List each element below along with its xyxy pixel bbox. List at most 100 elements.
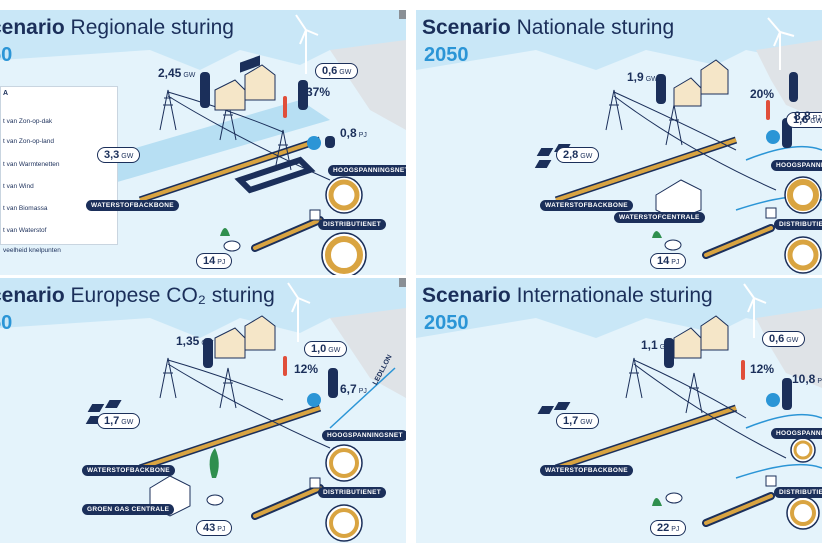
value-number: 2,8 <box>563 149 579 161</box>
value-unit: PJ <box>217 526 226 533</box>
h2-storage-value: 10,8PJ <box>792 372 822 386</box>
value-number: 0,6 <box>769 333 785 345</box>
h2-backbone-label: WATERSTOFBACKBONE <box>82 465 175 476</box>
value-unit: GW <box>183 72 196 79</box>
value-number: 0,8 <box>340 126 357 140</box>
distribution-grid-label: DISTRIBUTIENET <box>318 487 387 498</box>
legend-item: t van Biomassa <box>3 205 48 212</box>
window-corner <box>399 278 406 287</box>
heat-percentage: 12% <box>294 362 319 376</box>
map-illustration <box>0 282 406 543</box>
title-rest: Regionale sturing <box>70 16 234 39</box>
panel-title: cenario Regionale sturing <box>0 16 234 40</box>
value-unit: PJ <box>671 259 680 266</box>
title-bold: cenario <box>0 16 65 39</box>
legend-item: veelheid knelpunten <box>3 247 61 254</box>
value-unit: GW <box>121 419 134 426</box>
value-unit: PJ <box>812 115 821 122</box>
distribution-grid-label: DISTRIBUTIENET <box>318 219 387 230</box>
value-unit: PJ <box>358 388 367 395</box>
value-unit: PJ <box>358 132 367 139</box>
value-unit: PJ <box>217 259 226 266</box>
value-unit: GW <box>580 419 593 426</box>
panel-title: Scenario Nationale sturing <box>422 16 674 40</box>
panel-title: Scenario Internationale sturing <box>422 284 713 308</box>
value-unit: GW <box>121 153 134 160</box>
hv-grid-label: HOOGSPANNINGSNET <box>328 165 406 176</box>
value-number: 1,6 <box>793 114 809 126</box>
heat-percentage: 12% <box>750 362 775 376</box>
legend-item: t van Warmtenetten <box>3 161 60 168</box>
legend-item: t van Zon-op-dak <box>3 118 53 125</box>
legend-heading: A <box>3 90 9 97</box>
title-rest: Nationale sturing <box>516 16 675 39</box>
value-unit: GW <box>810 118 822 125</box>
legend-item: t van Zon-op-land <box>3 138 54 145</box>
title-bold: Scenario <box>422 16 511 39</box>
value-number: 22 <box>657 522 670 534</box>
value-number: 1,0 <box>311 343 327 355</box>
value-number: 1,35 <box>176 334 200 348</box>
value-number: 43 <box>203 522 216 534</box>
title-rest: Europese CO₂ sturing <box>70 284 275 307</box>
panel-title: cenario Europese CO₂ sturing <box>0 284 275 308</box>
distribution-grid-label: DISTRIBUTIENET <box>774 487 822 498</box>
heat-percentage: 20% <box>750 87 775 101</box>
value-unit: PJ <box>817 378 822 385</box>
map-illustration <box>416 283 822 543</box>
hv-grid-label: HOOGSPANNINGSNET <box>771 428 822 439</box>
value-unit: GW <box>645 76 658 83</box>
title-bold: Scenario <box>422 284 511 307</box>
map-illustration <box>416 17 822 275</box>
distribution-grid-label: DISTRIBUTIENET <box>774 219 822 230</box>
h2-backbone-label: WATERSTOFBACKBONE <box>540 465 633 476</box>
value-number: 10,8 <box>792 372 816 386</box>
value-unit: GW <box>201 340 214 347</box>
legend-item: t van Waterstof <box>3 227 47 234</box>
value-number: 1,7 <box>563 415 579 427</box>
value-number: 2,45 <box>158 66 182 80</box>
value-number: 1,1 <box>641 338 658 352</box>
value-unit: GW <box>339 69 352 76</box>
value-unit: GW <box>328 347 341 354</box>
title-bold: cenario <box>0 284 65 307</box>
value-unit: GW <box>659 344 672 351</box>
value-unit: GW <box>786 337 799 344</box>
value-unit: PJ <box>671 526 680 533</box>
value-number: 8,8 <box>794 109 811 123</box>
value-number: 14 <box>203 255 216 267</box>
h2-backbone-label: WATERSTOFBACKBONE <box>86 200 179 211</box>
hv-grid-label: HOOGSPANNINGSNET <box>322 430 406 441</box>
value-number: 1,7 <box>104 415 120 427</box>
window-corner <box>399 10 406 19</box>
value-unit: GW <box>580 153 593 160</box>
scenario-panel-regional: cenario Regionale sturing 50 A t van Zon… <box>0 10 406 275</box>
hv-grid-label: HOOGSPANNINGSNET <box>771 160 822 171</box>
value-number: 3,3 <box>104 149 120 161</box>
legend: A t van Zon-op-dak t van Zon-op-land t v… <box>0 86 118 254</box>
value-number: 6,7 <box>340 382 357 396</box>
panel-year: 50 <box>0 312 13 334</box>
heat-percentage: 37% <box>306 85 331 99</box>
legend-item: t van Wind <box>3 183 34 190</box>
panel-year: 2050 <box>424 44 469 66</box>
